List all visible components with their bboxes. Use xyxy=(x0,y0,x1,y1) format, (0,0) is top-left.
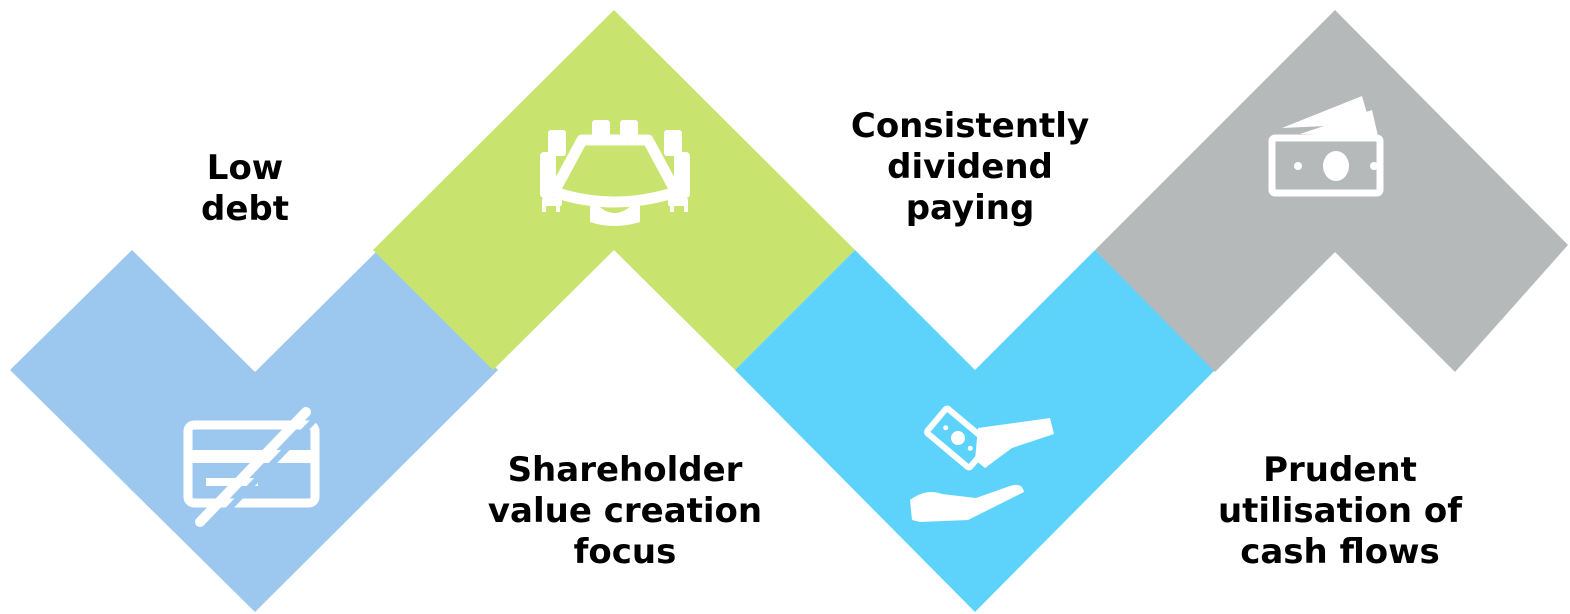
label-line: cash flows xyxy=(1240,532,1440,572)
label-line: utilisation of xyxy=(1217,491,1463,531)
hand-receiving-money-icon xyxy=(910,405,1054,522)
label-line: Consistently xyxy=(850,106,1090,146)
label-line: paying xyxy=(905,188,1035,228)
label-line: value creation xyxy=(487,491,763,531)
step-label-low-debt: Low debt xyxy=(160,148,330,230)
label-line: dividend xyxy=(887,147,1053,187)
no-credit-card-icon xyxy=(183,407,325,527)
chevron-low-debt xyxy=(10,250,498,612)
step-label-cash-flows: Prudent utilisation of cash flows xyxy=(1180,450,1500,573)
boardroom-table-icon xyxy=(540,120,690,226)
chevron-shareholder-value xyxy=(373,10,855,370)
banknotes-icon xyxy=(1268,96,1384,197)
step-label-dividend: Consistently dividend paying xyxy=(830,106,1110,229)
step-label-shareholder-value: Shareholder value creation focus xyxy=(470,450,780,573)
label-line: focus xyxy=(573,532,677,572)
label-line: debt xyxy=(201,189,289,229)
label-line: Shareholder xyxy=(507,450,743,490)
label-line: Prudent xyxy=(1263,450,1417,490)
label-line: Low xyxy=(206,148,284,188)
